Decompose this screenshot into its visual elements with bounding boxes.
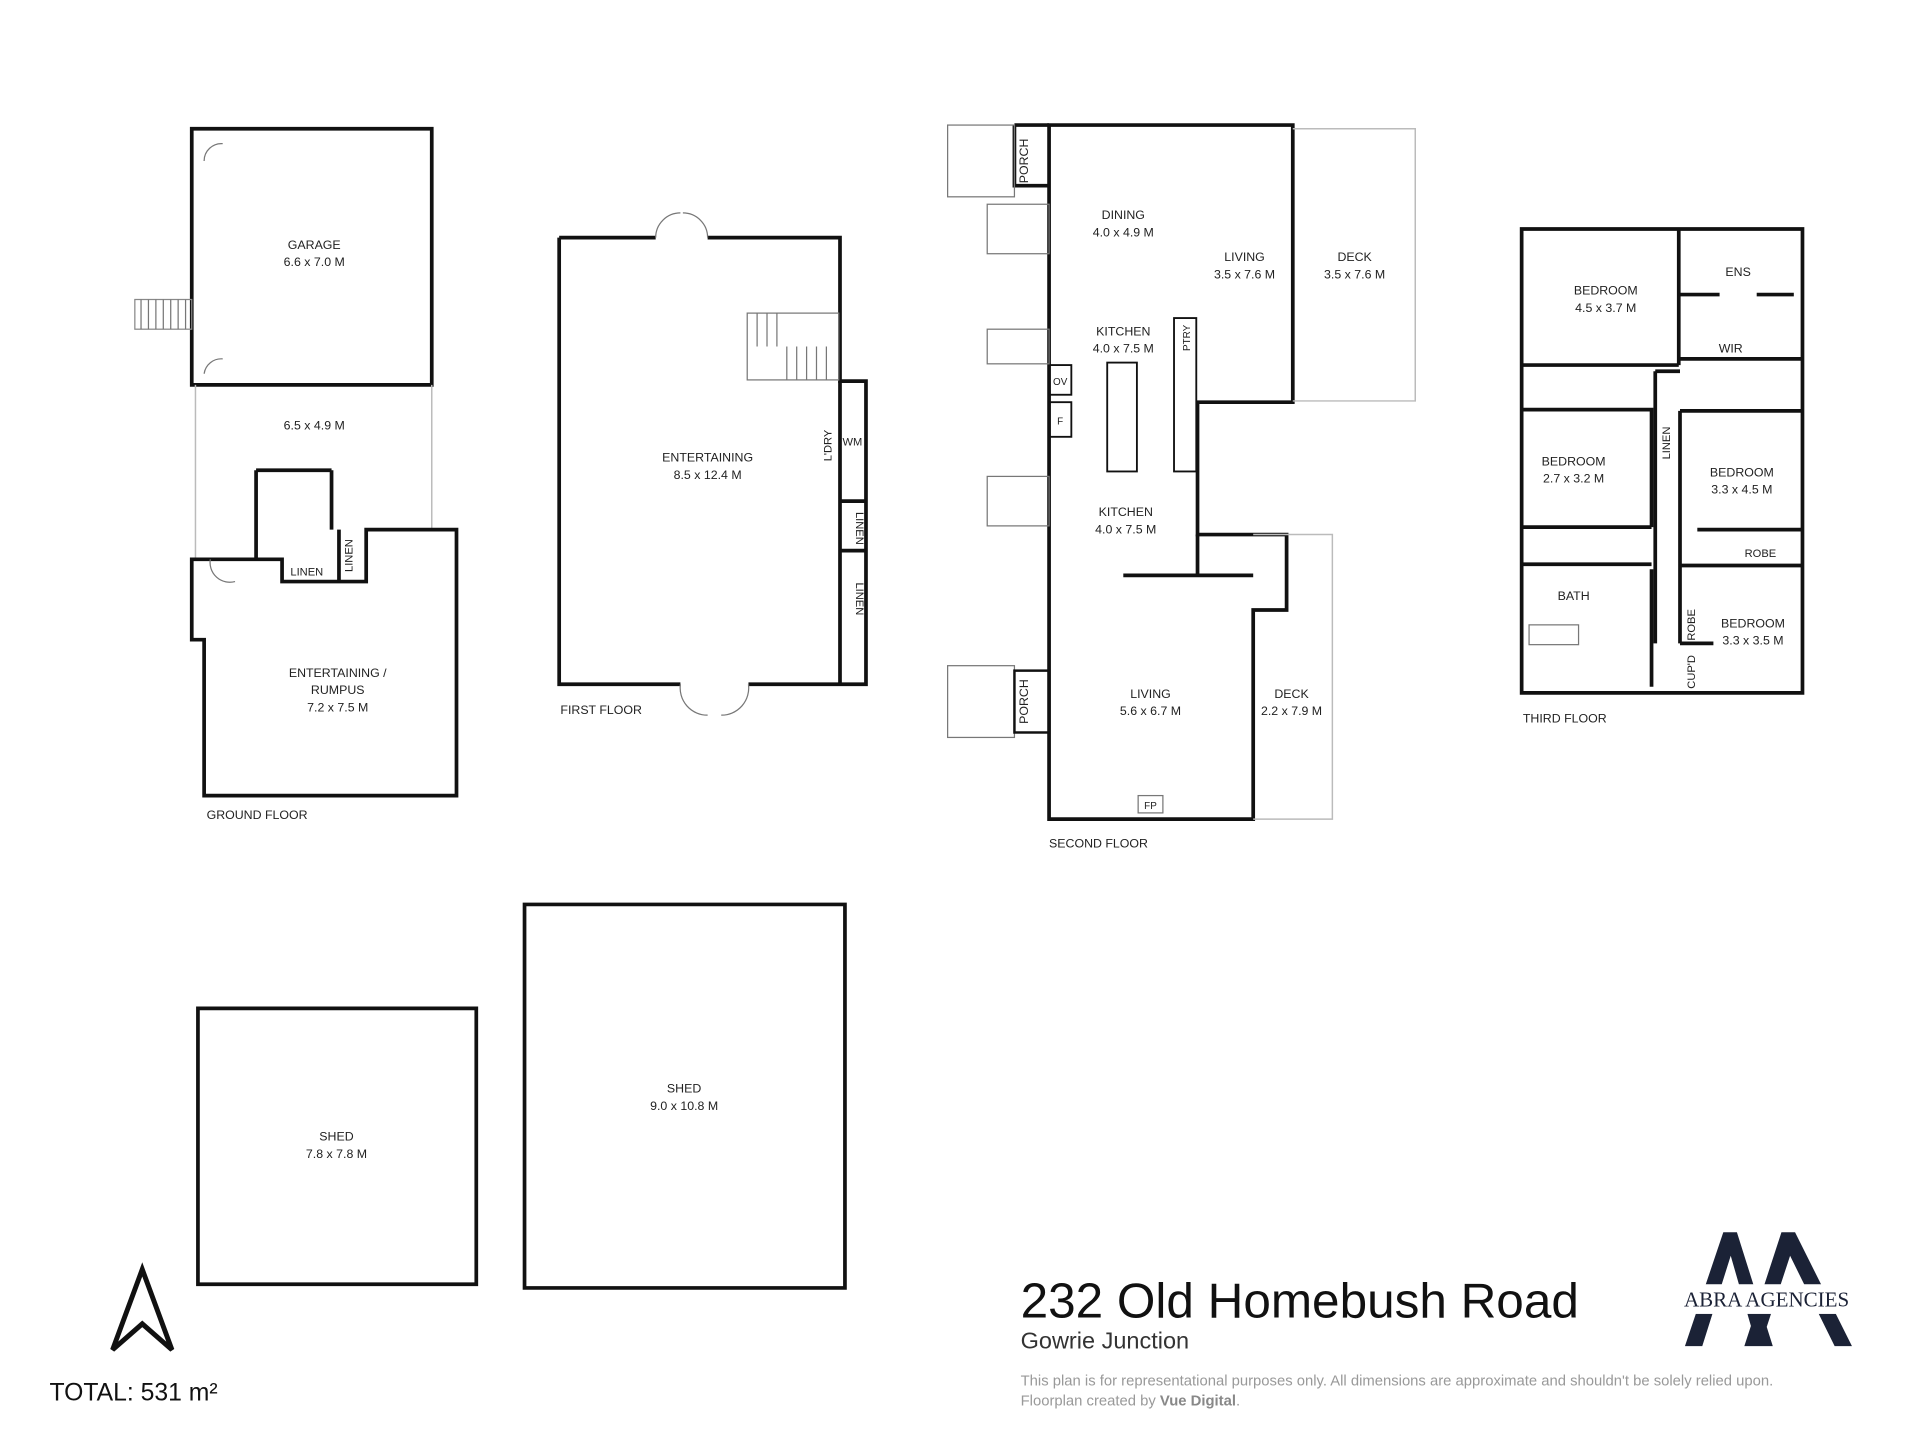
address-title: 232 Old Homebush Road	[1021, 1274, 1579, 1329]
floor-label: FIRST FLOOR	[560, 703, 642, 717]
room-label: PTRY	[1182, 324, 1193, 351]
room-dims: 3.3 x 4.5 M	[1711, 483, 1772, 497]
room-label: LIVING	[1130, 687, 1171, 701]
room-label: BEDROOM	[1710, 465, 1774, 479]
room-label: ROBE	[1686, 609, 1698, 641]
room-label: ENS	[1725, 265, 1750, 279]
room-label: F	[1057, 416, 1063, 427]
room-dims: 6.6 x 7.0 M	[284, 255, 345, 269]
room-label: DINING	[1102, 208, 1145, 222]
floor-label: SECOND FLOOR	[1049, 837, 1148, 851]
room-label: ENTERTAINING	[662, 451, 753, 465]
room-label: L'DRY	[822, 429, 834, 461]
room-dims: 9.0 x 10.8 M	[650, 1099, 718, 1113]
room-label: ENTERTAINING /	[289, 666, 387, 680]
north-arrow-icon	[110, 1262, 175, 1352]
room-label: LINEN	[853, 512, 865, 545]
room-label: BATH	[1558, 589, 1590, 603]
room-dims: 7.2 x 7.5 M	[307, 700, 368, 714]
room-dims: 4.0 x 7.5 M	[1093, 342, 1154, 356]
room-label: PORCH	[1017, 679, 1031, 724]
room-label: WM	[842, 436, 862, 448]
room-label: PORCH	[1017, 139, 1031, 184]
abra-agencies-logo: ABRA AGENCIES	[1663, 1232, 1869, 1347]
room-label: LINEN	[853, 582, 865, 615]
room-dims: 3.3 x 3.5 M	[1722, 634, 1783, 648]
room-label: KITCHEN	[1096, 324, 1150, 338]
room-label: BEDROOM	[1574, 284, 1638, 298]
room-label: ROBE	[1745, 548, 1777, 560]
ground-floor: GARAGE 6.6 x 7.0 M 6.5 x 4.9 M ENTERTAIN…	[134, 126, 459, 822]
room-dims: 3.5 x 7.6 M	[1324, 267, 1385, 281]
room-label: CUP'D	[1686, 655, 1698, 689]
room-label: LIVING	[1224, 250, 1265, 264]
room-label: FP	[1144, 801, 1157, 812]
room-dims: 5.6 x 6.7 M	[1120, 704, 1181, 718]
disclaimer: This plan is for representational purpos…	[1021, 1374, 1774, 1390]
third-floor: BEDROOM 4.5 x 3.7 M ENS WIR BEDROOM 2.7 …	[1519, 227, 1805, 726]
room-dims: 2.2 x 7.9 M	[1261, 704, 1322, 718]
sheds: SHED 7.8 x 7.8 M SHED 9.0 x 10.8 M	[196, 902, 847, 1290]
room-label: LINEN	[344, 539, 356, 572]
credit: Floorplan created by Vue Digital.	[1021, 1393, 1241, 1409]
room-label: DECK	[1274, 687, 1309, 701]
room-dims: 4.0 x 4.9 M	[1093, 225, 1154, 239]
room-label: KITCHEN	[1099, 505, 1153, 519]
room-label: SHED	[319, 1130, 353, 1144]
room-label: GARAGE	[288, 238, 341, 252]
room-label: BEDROOM	[1542, 454, 1606, 468]
svg-text:ABRA AGENCIES: ABRA AGENCIES	[1684, 1288, 1849, 1312]
room-label: BEDROOM	[1721, 616, 1785, 630]
room-dims: 8.5 x 12.4 M	[674, 468, 742, 482]
room-label: SHED	[667, 1081, 701, 1095]
room-label: WIR	[1719, 342, 1743, 356]
room-label: OV	[1053, 377, 1068, 388]
room-dims: 6.5 x 4.9 M	[284, 418, 345, 432]
room-dims: 2.7 x 3.2 M	[1543, 472, 1604, 486]
first-floor: ENTERTAINING 8.5 x 12.4 M L'DRY WM LINEN…	[557, 212, 868, 717]
floor-label: GROUND FLOOR	[207, 808, 308, 822]
room-label: LINEN	[1661, 427, 1673, 460]
floor-label: THIRD FLOOR	[1523, 712, 1607, 726]
room-dims: 3.5 x 7.6 M	[1214, 267, 1275, 281]
room-dims: 4.5 x 3.7 M	[1575, 301, 1636, 315]
room-label: LINEN	[290, 566, 323, 578]
total-area: TOTAL: 531 m²	[49, 1380, 217, 1407]
stairs	[947, 124, 1051, 739]
room-label: DECK	[1337, 250, 1372, 264]
room-dims: 7.8 x 7.8 M	[306, 1147, 367, 1161]
room-dims: 4.0 x 7.5 M	[1095, 522, 1156, 536]
room-label: RUMPUS	[311, 683, 365, 697]
suburb: Gowrie Junction	[1021, 1328, 1190, 1354]
second-floor: PORCH DINING 4.0 x 4.9 M LIVING 3.5 x 7.…	[947, 123, 1416, 851]
